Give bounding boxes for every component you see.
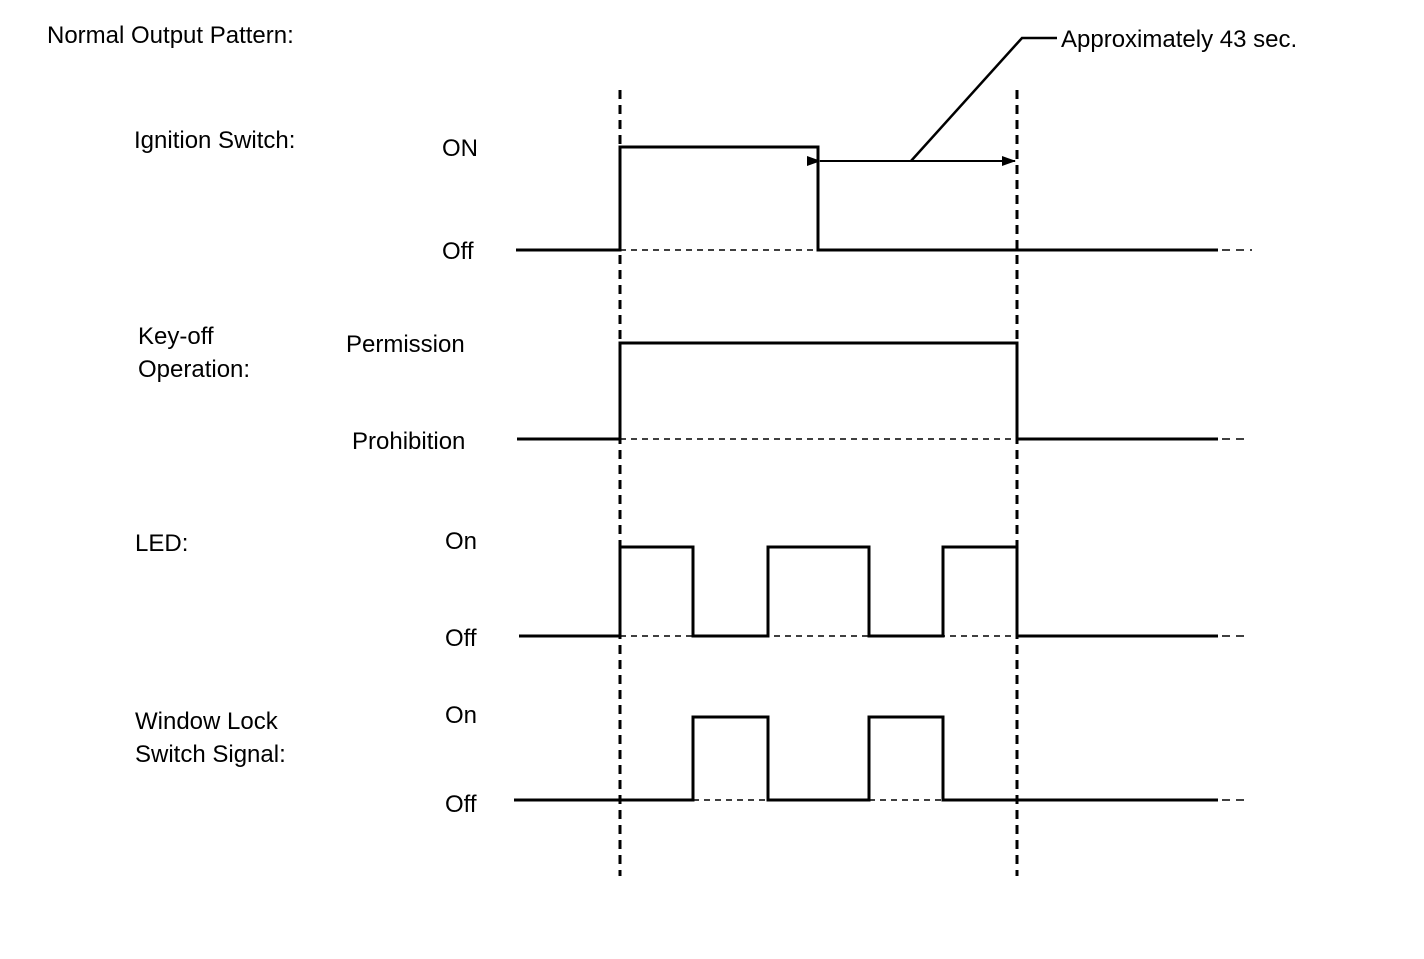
keyoff-waveform [517,341,1218,441]
window-lock-label-line2: Switch Signal: [135,741,286,768]
keyoff-prohibition-label: Prohibition [352,428,466,455]
ignition-off-label: Off [442,238,474,265]
keyoff-permission-label: Permission [346,331,465,358]
window-lock-signal-label: Window Lock Switch Signal: [135,705,286,771]
window-lock-label-line1: Window Lock [135,708,278,735]
keyoff-label-line1: Key-off [138,323,214,350]
window-lock-on-label: On [445,702,478,729]
keyoff-operation-label: Key-off Operation: [138,320,250,386]
duration-label: Approximately 43 sec. [1061,26,1298,53]
ignition-waveform [516,145,1218,252]
led-waveform [519,545,1218,638]
window-lock-waveform [514,715,1218,802]
ignition-on-label: ON [442,135,478,162]
window-lock-off-label: Off [445,791,477,818]
keyoff-label-line2: Operation: [138,356,251,383]
led-off-label: Off [445,625,477,652]
duration-leader-line [910,36,1057,162]
ignition-switch-label: Ignition Switch: [134,127,296,154]
diagram-title: Normal Output Pattern: [47,22,294,49]
led-label: LED: [135,530,189,557]
led-on-label: On [445,528,478,555]
